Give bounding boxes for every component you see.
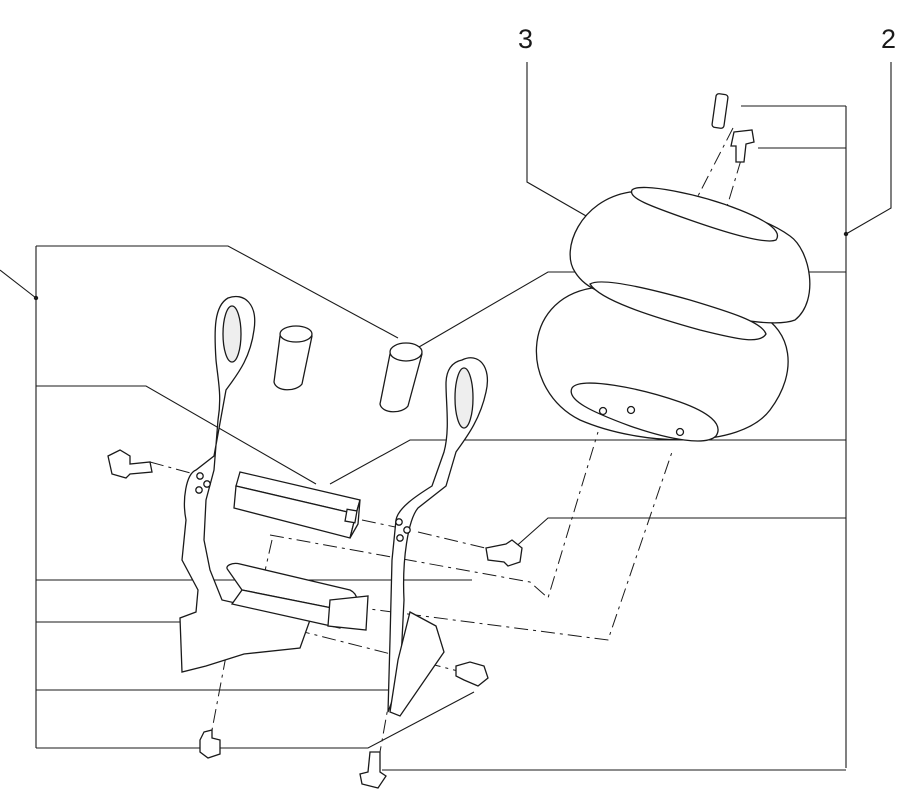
flange-bolt-bottom (359, 751, 387, 789)
spacer-block (327, 595, 369, 631)
assembly-center-lines (149, 127, 742, 753)
flange-bolt-bottom-left (199, 729, 221, 759)
top-fasteners (711, 93, 755, 163)
bracket-right-gusset (389, 611, 445, 717)
bracket-bolts (107, 449, 523, 789)
bellows-waist-ring (589, 281, 767, 341)
callout-label-3: 3 (518, 24, 533, 54)
bottom-plate-hole (598, 406, 608, 416)
flange-bolt-left (107, 449, 153, 479)
flange-bolt-center (485, 539, 523, 567)
air-spring-bellows (535, 186, 811, 442)
left-eye-hole (223, 306, 241, 362)
leader-3 (526, 62, 615, 233)
mounting-bracket (179, 295, 488, 717)
bellows-top-plate (630, 186, 779, 242)
bottom-plate-hole (675, 427, 685, 437)
bracket-left-arm (179, 295, 311, 673)
bellows-bottom-plate (570, 382, 719, 442)
spacer-bushings (273, 325, 423, 413)
pivot-hole (196, 472, 204, 480)
bottom-plate-hole (626, 405, 636, 415)
flange-bolt-lower-right (455, 661, 489, 687)
callout-label-2: 2 (881, 24, 896, 54)
right-eye-hole (455, 368, 473, 428)
leader-2 (845, 62, 892, 235)
leader-1-partial (0, 269, 37, 299)
flange-bolt-top (730, 129, 755, 163)
dowel-pin (711, 93, 729, 129)
